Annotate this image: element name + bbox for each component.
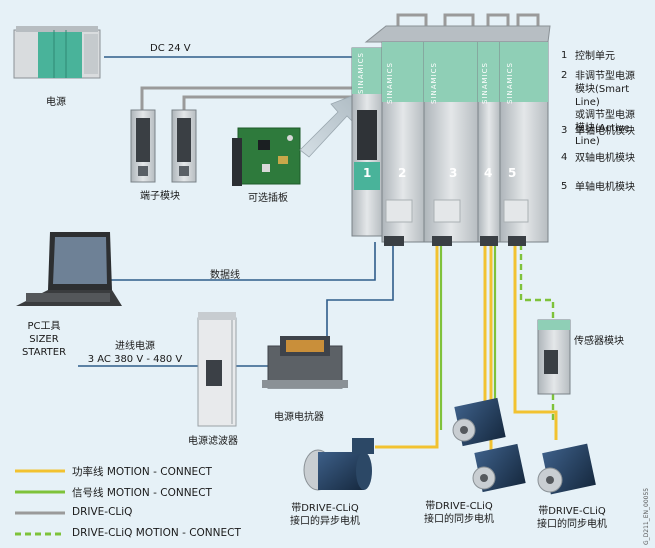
module-list-text-3: 单轴电机模块 bbox=[575, 125, 635, 138]
line-filter-label: 电源滤波器 bbox=[188, 436, 238, 447]
terminal-module-1 bbox=[130, 109, 156, 183]
pc-label-line3: STARTER bbox=[21, 347, 67, 358]
module-list-num-1: 1 bbox=[561, 50, 568, 61]
pc-label-line1: PC工具 bbox=[27, 321, 61, 332]
dc24v-label: DC 24 V bbox=[150, 43, 191, 54]
motor-sync3-graphic bbox=[537, 443, 596, 495]
module-list-num-5: 5 bbox=[561, 181, 568, 192]
pc-laptop-graphic bbox=[16, 232, 122, 306]
power-supply-unit bbox=[13, 26, 101, 79]
brand-label-m3: SINAMICS bbox=[430, 62, 438, 104]
module-list-num-3: 3 bbox=[561, 125, 568, 136]
module-list-line: 模块(Active Line) bbox=[575, 123, 630, 147]
sensor-module-graphic bbox=[537, 319, 571, 395]
module-list-text-4: 双轴电机模块 bbox=[575, 152, 635, 165]
brand-label-m5: SINAMICS bbox=[506, 62, 514, 104]
drive-cliq-terminal-cable-2 bbox=[182, 95, 365, 110]
figure-code: G_D211_EN_00055 bbox=[643, 487, 650, 545]
module-list-line: 单轴电机模块 bbox=[575, 182, 635, 193]
line-filter-graphic bbox=[197, 312, 237, 427]
line-reactor-graphic bbox=[262, 336, 348, 389]
data-line bbox=[110, 242, 376, 281]
motor-sync1-label-line2: 接口的同步电机 bbox=[424, 514, 494, 525]
module-number-5: 5 bbox=[508, 166, 517, 180]
power-cable-async bbox=[375, 244, 439, 449]
module-list-text-5: 单轴电机模块 bbox=[575, 181, 635, 194]
module-list-num-4: 4 bbox=[561, 152, 568, 163]
terminal-module-label: 端子模块 bbox=[140, 191, 180, 202]
module-list-line: 非调节型电源 bbox=[575, 71, 635, 82]
drive-cliq-terminal-cable bbox=[140, 86, 365, 110]
drive-system bbox=[351, 13, 551, 246]
motor-async-label-line2: 接口的异步电机 bbox=[290, 516, 360, 527]
data-cable-label: 数据线 bbox=[210, 270, 240, 281]
line-supply-label-line2: 3 AC 380 V - 480 V bbox=[87, 354, 183, 365]
motor-sync2-label-line1: 带DRIVE-CLiQ bbox=[538, 506, 606, 517]
module-list-text-2: 非调节型电源 模块(Smart Line) 或调节型电源 模块(Active L… bbox=[575, 70, 655, 148]
module-number-1: 1 bbox=[363, 166, 372, 180]
line-supply-label: 进线电源 3 AC 380 V - 480 V bbox=[80, 340, 190, 366]
motor-async-label-line1: 带DRIVE-CLiQ bbox=[291, 503, 359, 514]
motor-sync2-label: 带DRIVE-CLiQ 接口的同步电机 bbox=[517, 505, 627, 531]
power-supply-label: 电源 bbox=[46, 97, 66, 108]
brand-label-m2: SINAMICS bbox=[386, 62, 394, 104]
reactor-to-psu-cable bbox=[326, 242, 394, 340]
module-list-line: 控制单元 bbox=[575, 51, 615, 62]
module-list-line: 单轴电机模块 bbox=[575, 126, 635, 137]
option-board-graphic bbox=[232, 127, 301, 186]
module-number-3: 3 bbox=[449, 166, 458, 180]
module-number-4: 4 bbox=[484, 166, 493, 180]
motor-sync1-label-line1: 带DRIVE-CLiQ bbox=[425, 501, 493, 512]
motor-sync1-label: 带DRIVE-CLiQ 接口的同步电机 bbox=[404, 500, 514, 526]
motor-async-label: 带DRIVE-CLiQ 接口的异步电机 bbox=[270, 502, 380, 528]
line-reactor-label: 电源电抗器 bbox=[274, 412, 324, 423]
module-list-line: 模块(Smart Line) bbox=[575, 84, 630, 108]
pc-label-line2: SIZER bbox=[29, 334, 59, 345]
module-list-num-2: 2 bbox=[561, 70, 568, 81]
sensor-module-label: 传感器模块 bbox=[574, 336, 624, 347]
line-supply-label-line1: 进线电源 bbox=[115, 341, 155, 352]
motor-async-graphic bbox=[303, 438, 374, 491]
motor-sync1-graphic bbox=[452, 397, 506, 447]
power-cable-sync3 bbox=[513, 244, 558, 440]
legend-power-label: 功率线 MOTION - CONNECT bbox=[72, 466, 212, 478]
module-number-2: 2 bbox=[398, 166, 407, 180]
brand-label-cu: SINAMICS bbox=[357, 52, 365, 94]
drive-cliq-mc-cable bbox=[519, 244, 555, 320]
pc-label: PC工具 SIZER STARTER bbox=[14, 320, 74, 359]
brand-label-m4: SINAMICS bbox=[481, 62, 489, 104]
terminal-module-2 bbox=[171, 109, 197, 183]
motor-sync2-graphic bbox=[472, 443, 526, 493]
legend-drive-cliq-label: DRIVE-CLiQ bbox=[72, 506, 133, 518]
option-board-label: 可选插板 bbox=[248, 193, 288, 204]
legend-drive-cliq-mc-label: DRIVE-CLiQ MOTION - CONNECT bbox=[72, 527, 241, 539]
motor-sync2-label-line2: 接口的同步电机 bbox=[537, 519, 607, 530]
legend-signal-label: 信号线 MOTION - CONNECT bbox=[72, 487, 212, 499]
module-list-text-1: 控制单元 bbox=[575, 50, 615, 63]
module-list-line: 双轴电机模块 bbox=[575, 153, 635, 164]
module-list-line: 或调节型电源 bbox=[575, 110, 635, 121]
